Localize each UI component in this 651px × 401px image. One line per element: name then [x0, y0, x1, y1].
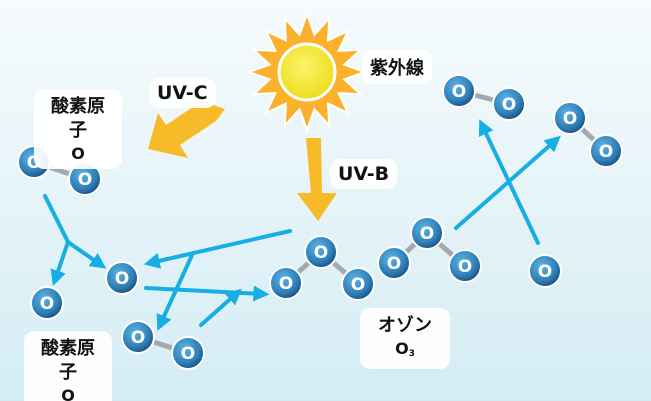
- oxygen-atom-symbol: O: [387, 254, 401, 274]
- oxygen-atom-label-top: 酸素原子 O: [34, 89, 122, 169]
- oxygen-atom: O: [553, 101, 587, 135]
- oxygen-atom: O: [171, 336, 205, 370]
- from-single-atom-up-arrow: [478, 119, 540, 245]
- oxygen-atom-title: 酸素原子: [51, 96, 105, 141]
- oxygen-atom: O: [528, 254, 562, 288]
- oxygen-atom: O: [589, 134, 623, 168]
- oxygen-atom-symbol: O: [181, 344, 195, 364]
- split-right-arrow: [66, 240, 107, 269]
- oxygen-atom-symbol: O: [71, 144, 85, 163]
- oxygen-atom: O: [304, 235, 338, 269]
- oxygen-atom: O: [448, 249, 482, 283]
- oxygen-atom: O: [442, 74, 476, 108]
- oxygen-atom: O: [121, 320, 155, 354]
- oxygen-atom-symbol: O: [40, 294, 54, 314]
- oxygen-atom: O: [105, 261, 139, 295]
- oxygen-atom: O: [30, 286, 64, 320]
- uv-c-arrow: [148, 101, 225, 158]
- oxygen-atom-symbol: O: [420, 224, 434, 244]
- ozone-symbol: O: [395, 339, 409, 358]
- uvb-return-arrow: [143, 229, 292, 269]
- oxygen-atom-title: 酸素原子: [41, 338, 95, 383]
- oxygen-atom: O: [341, 267, 375, 301]
- ozone-formula: O3: [369, 338, 441, 365]
- oxygen-atom-symbol: O: [78, 170, 92, 190]
- oxygen-atom: O: [269, 266, 303, 300]
- oxygen-atom-symbol: O: [351, 275, 365, 295]
- oxygen-atom-symbol: O: [599, 142, 613, 162]
- to-top-right-molecule-arrow: [454, 135, 561, 230]
- oxygen-atom-symbol: O: [115, 269, 129, 289]
- to-ozone-arrow: [144, 285, 270, 302]
- split-stem-arrow: [43, 194, 70, 244]
- oxygen-atom-symbol: O: [131, 328, 145, 348]
- ozone-title: オゾン: [378, 315, 432, 336]
- oxygen-atom-label-bottom: 酸素原子 O: [24, 331, 112, 401]
- oxygen-atom-symbol: O: [458, 257, 472, 277]
- oxygen-atom-symbol: O: [502, 95, 516, 115]
- oxygen-atom: O: [68, 162, 102, 196]
- oxygen-atom: O: [377, 246, 411, 280]
- sun-icon: [246, 11, 368, 133]
- oxygen-atom: O: [492, 87, 526, 121]
- ozone-label: オゾン O3: [360, 308, 450, 369]
- uv-c-label: UV-C: [149, 78, 216, 108]
- uv-b-label: UV-B: [330, 159, 398, 189]
- cross-up-arrow: [199, 288, 242, 327]
- oxygen-atom: O: [410, 216, 444, 250]
- oxygen-atom-symbol: O: [452, 82, 466, 102]
- sun-label: 紫外線: [362, 50, 432, 84]
- oxygen-atom-symbol: O: [279, 274, 293, 294]
- oxygen-atom-symbol: O: [314, 243, 328, 263]
- oxygen-atom-symbol: O: [538, 262, 552, 282]
- oxygen-atom-symbol: O: [61, 386, 75, 401]
- ozone-subscript: 3: [408, 349, 415, 359]
- split-left-arrow: [50, 240, 70, 287]
- uv-b-arrow: [297, 138, 337, 221]
- oxygen-atom-symbol: O: [563, 109, 577, 129]
